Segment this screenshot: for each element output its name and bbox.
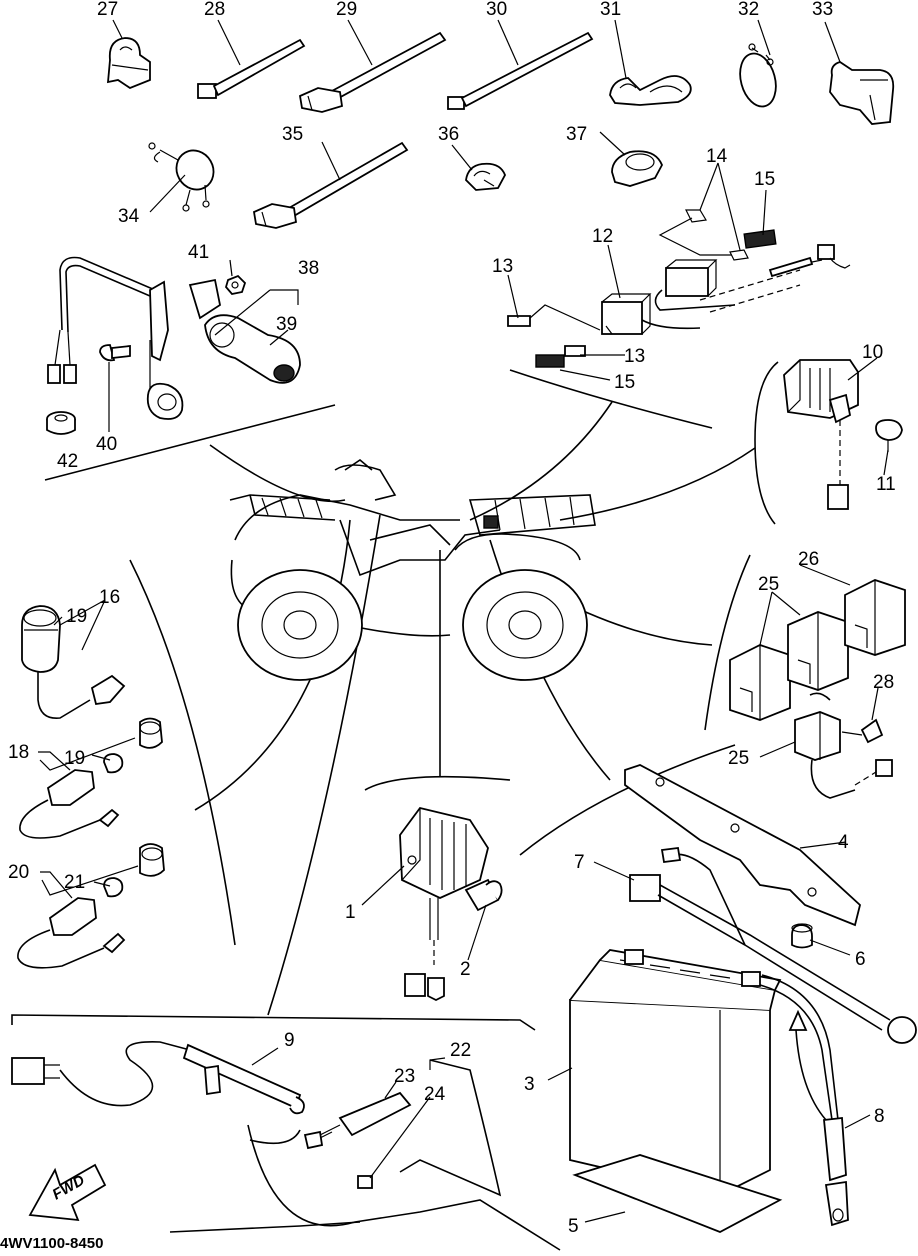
label-part-11: 11: [876, 474, 896, 495]
label-part-15-bottom: 15: [614, 372, 635, 393]
part-2-bolt: [464, 878, 503, 912]
part-32-cable-tie: [447, 31, 594, 110]
label-part-2: 2: [460, 959, 471, 980]
part-44-grommet: [46, 411, 76, 435]
part-9-harness: [11, 1041, 305, 1115]
label-part-32: 30: [486, 0, 507, 20]
relay-harness: [641, 244, 851, 330]
label-part-7: 7: [574, 852, 585, 873]
label-part-35: 33: [812, 0, 833, 20]
part-31-cable-tie-clip: [298, 31, 447, 113]
part-33-clamp: [609, 75, 692, 106]
part-40-41-handlebar-switch: [47, 256, 301, 420]
label-part-4: 4: [838, 832, 849, 853]
label-part-12: 12: [592, 226, 613, 247]
label-part-27: 25: [728, 748, 749, 769]
part-30-cable-tie: [197, 38, 306, 99]
label-part-22: 22: [450, 1040, 471, 1061]
label-part-18: 18: [8, 742, 29, 763]
label-part-26: 26: [798, 549, 819, 570]
part-38-clamp: [465, 162, 506, 191]
label-part-31: 29: [336, 0, 357, 20]
part-27-coupler: [794, 692, 893, 799]
part-7-cable: [629, 846, 917, 1044]
label-part-9: 9: [284, 1030, 295, 1051]
part-39-clamp: [611, 150, 663, 187]
label-part-40: 38: [298, 258, 319, 279]
section-boundaries: [11, 361, 779, 1031]
bottom-tube: [169, 1221, 361, 1233]
label-part-14: 14: [706, 146, 728, 167]
label-part-5: 5: [568, 1216, 579, 1237]
part-22-24-lead: [247, 1059, 561, 1251]
part-42-screw: [99, 344, 131, 362]
part-14-connector-pair: [658, 209, 749, 261]
part-25-relay: [729, 611, 849, 721]
label-part-28: 28: [873, 672, 894, 693]
part-37-cable-tie-clip: [252, 141, 409, 229]
part-1-regulator: [399, 806, 489, 1002]
part-12-relay: [601, 293, 652, 335]
part-4-bracket: [624, 764, 862, 927]
label-part-25: 25: [758, 574, 779, 595]
part-10-unit: [783, 359, 859, 510]
label-part-24: 24: [424, 1084, 446, 1105]
label-part-33: 31: [600, 0, 621, 20]
atv-vehicle: [229, 459, 596, 681]
label-part-1: 1: [345, 902, 356, 923]
fwd-arrow: FWD: [28, 1163, 107, 1222]
part-28-screw: [841, 718, 884, 744]
label-part-21: 21: [64, 872, 85, 893]
part-36-grommet: [148, 142, 215, 212]
part-20-21-sensor: [17, 843, 165, 969]
label-part-3: 3: [524, 1074, 535, 1095]
label-part-30: 28: [204, 0, 225, 20]
label-part-36: 34: [118, 206, 140, 227]
part-18-19-sensor: [19, 717, 163, 839]
part-11-bolt: [875, 419, 903, 452]
label-part-42: 40: [96, 434, 117, 455]
part-5-sheet: [572, 1154, 783, 1233]
part-16-17-switch: [21, 605, 126, 719]
part-43-nut: [225, 274, 247, 295]
label-part-17: 19: [66, 606, 87, 627]
label-part-38: 36: [438, 124, 459, 145]
label-part-37: 35: [282, 124, 303, 145]
label-part-16: 16: [99, 587, 120, 608]
part-6-damper: [791, 923, 813, 949]
label-part-44: 42: [57, 451, 78, 472]
label-part-23: 23: [394, 1066, 415, 1087]
label-part-13-right: 13: [624, 346, 645, 367]
part-35-clamp: [829, 61, 895, 125]
part-13-connector: [507, 304, 601, 357]
part-labels: 27 28 29 30 31 32 33 34 35 36 37 14 15 1…: [8, 0, 896, 1237]
label-part-10: 10: [862, 342, 883, 363]
leader-lines: [38, 19, 889, 1223]
part-8-cable: [759, 974, 849, 1227]
part-34-grommet: [739, 43, 777, 108]
label-part-8: 8: [874, 1106, 885, 1127]
label-part-29: 27: [97, 0, 118, 20]
part-15-coupler: [535, 229, 777, 368]
part-29-clamp: [106, 37, 151, 90]
label-part-13-left: 13: [492, 256, 513, 277]
label-part-43: 41: [188, 242, 209, 263]
label-part-6: 6: [855, 949, 866, 970]
label-part-19: 19: [64, 748, 85, 769]
label-part-20: 20: [8, 862, 29, 883]
label-part-34: 32: [738, 0, 759, 20]
label-part-41: 39: [276, 314, 297, 335]
part-26-relay: [844, 579, 906, 656]
label-part-39: 37: [566, 124, 587, 145]
part-3-battery: [569, 949, 782, 1196]
drawing-code: 4WV1100-8450: [0, 1235, 103, 1252]
label-part-15-top: 15: [754, 169, 775, 190]
